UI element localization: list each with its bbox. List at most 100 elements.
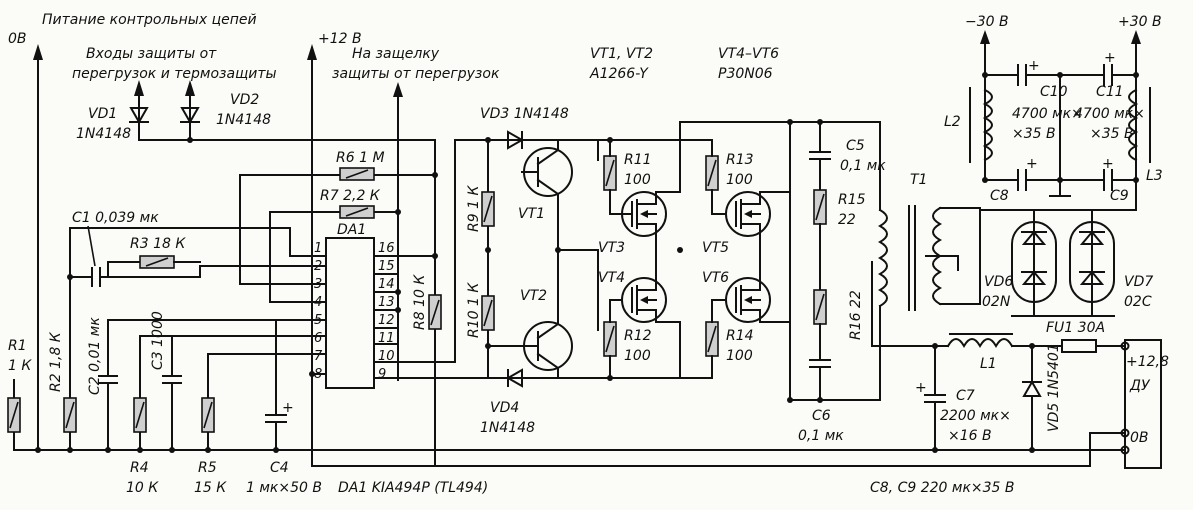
plus30-rail	[1131, 30, 1141, 181]
r4-value-label: 10 К	[126, 480, 159, 496]
svg-text:1: 1	[314, 241, 322, 256]
r2-resistor	[63, 227, 77, 451]
latch-line	[393, 82, 403, 381]
protect-inputs-label: Входы защиты от	[86, 46, 217, 62]
plus30-label: +30 В	[1118, 14, 1162, 30]
c6-capacitor	[809, 359, 831, 401]
r4-label: R4	[130, 460, 149, 476]
svg-text:15: 15	[378, 259, 395, 274]
c1-capacitor	[69, 265, 201, 287]
c10-label: C10	[1040, 84, 1068, 100]
c8c9-note: C8, C9 220 мк×35 В	[870, 480, 1015, 496]
r13-value-label: 100	[726, 172, 753, 188]
c11-label: C11	[1096, 84, 1124, 100]
r5-label: R5	[198, 460, 217, 476]
plus12-rail	[307, 44, 1126, 467]
latch-label: На защелку	[352, 46, 440, 62]
r9-resistor	[481, 139, 495, 251]
c5-value-label: 0,1 мк	[840, 158, 886, 174]
r15-resistor	[813, 189, 827, 291]
svg-text:10: 10	[378, 349, 395, 364]
c7-label: C7	[956, 388, 975, 404]
vd2-type-label: 1N4148	[216, 112, 271, 128]
vt6-label: VT6	[702, 270, 729, 286]
da1-ic	[325, 237, 375, 389]
r15-label: R15	[838, 192, 866, 208]
vt5-label: VT5	[702, 240, 729, 256]
c11-value-label-2: ×35 В	[1090, 126, 1134, 142]
r7-resistor	[339, 205, 375, 219]
r6-resistor	[339, 167, 375, 181]
vt2-transistor	[487, 249, 573, 379]
vd6-diode-pair	[1011, 209, 1057, 317]
da1-pin-numbers-left: 1 2 3 4 5 6 7 8	[314, 241, 323, 382]
c6-label: C6	[812, 408, 831, 424]
svg-text:14: 14	[378, 277, 395, 292]
c3-label: C3 1000	[150, 311, 166, 370]
plus128-label: +12,8	[1126, 354, 1169, 370]
vd6-label: VD6	[984, 274, 1013, 290]
r13-label: R13	[726, 152, 754, 168]
c7-plus: +	[915, 380, 927, 396]
minus30-label: −30 В	[965, 14, 1009, 30]
c5-capacitor	[809, 121, 831, 191]
r3-resistor	[107, 255, 201, 278]
r14-resistor	[705, 299, 727, 379]
t1-transformer	[871, 121, 981, 401]
c1-label: C1 0,039 мк	[72, 210, 159, 226]
ov-rail	[13, 44, 1126, 451]
vt1-vt2-type-label: A1266-Y	[589, 66, 649, 82]
fu1-label: FU1 30А	[1046, 320, 1105, 336]
c4-plus: +	[282, 400, 294, 416]
vt1-label: VT1	[518, 206, 545, 222]
vd4-label: VD4	[490, 400, 519, 416]
l3-label: L3	[1146, 168, 1163, 184]
r8-resistor	[428, 294, 442, 330]
vt3-mosfet	[621, 191, 667, 237]
c5-label: C5	[846, 138, 865, 154]
svg-text:6: 6	[314, 331, 322, 346]
c4-value-label: 1 мк×50 В	[246, 480, 322, 496]
c11-plus: +	[1104, 50, 1116, 66]
vd7-label: VD7	[1124, 274, 1153, 290]
l1-inductor	[946, 333, 1014, 349]
r16-resistor	[813, 289, 827, 361]
vt6-mosfet	[725, 277, 771, 323]
r5-resistor	[201, 353, 215, 451]
vd2-label: VD2	[230, 92, 259, 108]
vt2-label: VT2	[520, 288, 547, 304]
c9-plus: +	[1102, 156, 1114, 172]
l2-inductor	[969, 87, 993, 163]
vt4-label: VT4	[598, 270, 625, 286]
r5-value-label: 15 К	[194, 480, 227, 496]
vt4-vt6-type-label: P30N06	[718, 66, 773, 82]
vd1-diode	[129, 107, 149, 125]
vt1-transistor	[521, 139, 573, 251]
r8-label: R8 10 К	[412, 274, 428, 330]
vd1-label: VD1	[88, 106, 117, 122]
r14-value-label: 100	[726, 348, 753, 364]
c7-value-label: 2200 мк×	[940, 408, 1011, 424]
du-label: ДУ	[1129, 378, 1151, 394]
svg-text:12: 12	[378, 313, 395, 328]
c10-value-label-2: ×35 В	[1012, 126, 1056, 142]
c9-capacitor	[1103, 169, 1113, 191]
plus12-label: +12 В	[318, 31, 362, 47]
c8-plus: +	[1026, 156, 1038, 172]
c2-label: C2 0,01 мк	[87, 317, 103, 395]
svg-text:11: 11	[378, 331, 395, 346]
ov-out-label: 0В	[1130, 430, 1149, 446]
da1-caption: DA1 KIA494P (TL494)	[338, 480, 488, 496]
l3-inductor	[1128, 87, 1151, 163]
svg-text:16: 16	[378, 241, 395, 256]
c10-capacitor	[1017, 64, 1027, 86]
vd5-diode	[1022, 345, 1042, 451]
vt1-vt2-label: VT1, VT2	[590, 46, 653, 62]
l2-label: L2	[944, 114, 961, 130]
r14-label: R14	[726, 328, 754, 344]
c8-label: C8	[990, 188, 1009, 204]
fu1-fuse	[1061, 339, 1097, 353]
vt3-label: VT3	[598, 240, 625, 256]
c2-capacitor	[98, 319, 118, 451]
vt4-vt6-label: VT4–VT6	[718, 46, 779, 62]
